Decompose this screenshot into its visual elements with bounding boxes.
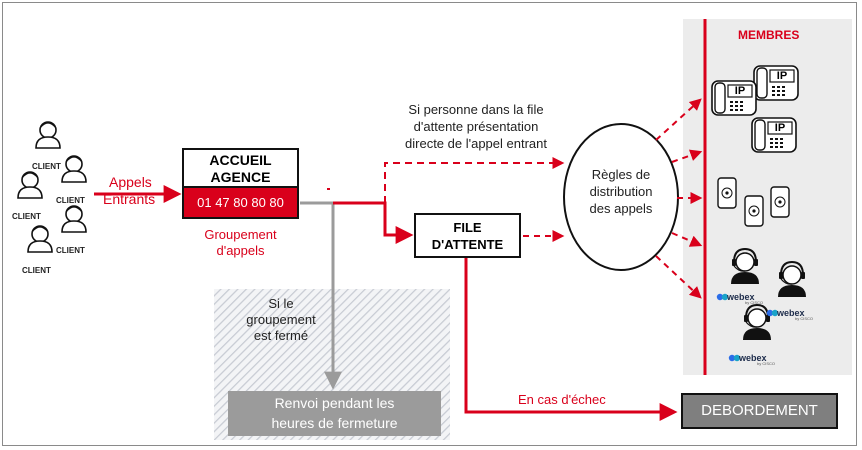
client-icon xyxy=(61,205,87,233)
mobile-phone-icon xyxy=(717,177,737,209)
mobile-phone-icon xyxy=(744,195,764,227)
ip-label: IP xyxy=(774,122,786,134)
failure-arrow xyxy=(464,258,678,421)
distribution-arrow xyxy=(655,98,702,141)
closed-condition-label: Si le groupement est fermé xyxy=(246,296,316,343)
phone-number-box: 01 47 80 80 80 xyxy=(182,188,299,219)
queue-arrow xyxy=(333,201,414,244)
distribution-rules-label: Règles de distribution des appels xyxy=(589,167,653,216)
call-group-label: Groupement d'appels xyxy=(204,227,277,258)
client-label: CLIENT xyxy=(56,246,85,255)
ip-label: IP xyxy=(734,85,746,97)
client-label: CLIENT xyxy=(22,266,51,275)
distribution-arrow xyxy=(671,149,703,163)
client-label: CLIENT xyxy=(12,212,41,221)
distribution-arrow xyxy=(671,232,703,247)
client-icon xyxy=(35,121,61,149)
incoming-calls-label: Appels Entrants xyxy=(103,174,156,207)
direct-presentation-arrow xyxy=(384,157,565,203)
overflow-box: DEBORDEMENT xyxy=(681,393,838,429)
queue-box: FILE D'ATTENTE xyxy=(414,213,521,258)
ip-label: IP xyxy=(776,70,788,82)
small-red-mark xyxy=(327,188,330,190)
accueil-agence-box: ACCUEIL AGENCE xyxy=(182,148,299,188)
members-title: MEMBRES xyxy=(738,28,800,42)
client-icon xyxy=(61,155,87,183)
client-icon xyxy=(27,225,53,253)
client-label: CLIENT xyxy=(32,162,61,171)
diagram-frame xyxy=(2,2,857,446)
mobile-phone-icon xyxy=(770,186,790,218)
client-label: CLIENT xyxy=(56,196,85,205)
failure-label: En cas d'échec xyxy=(518,392,606,407)
client-icon xyxy=(17,171,43,199)
direct-presentation-label: Si personne dans la file d'attente prése… xyxy=(405,102,547,151)
closed-hours-forwarding-box: Renvoi pendant les heures de fermeture xyxy=(228,391,441,436)
